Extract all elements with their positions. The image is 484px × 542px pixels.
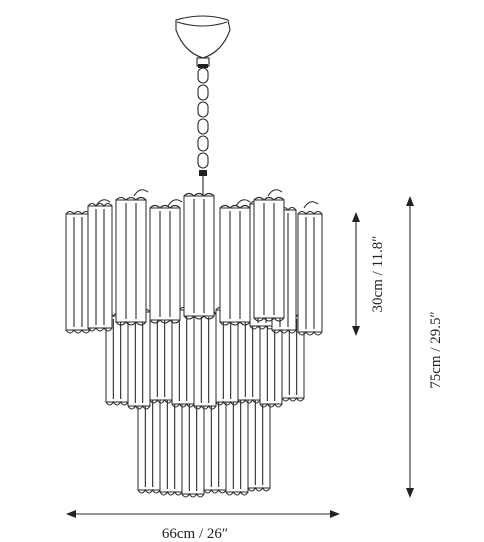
glass-tube [87, 202, 113, 332]
glass-tube [183, 192, 215, 320]
chain-link [197, 67, 209, 84]
width-dimension: 66cm / 26″ [66, 510, 340, 542]
tube-hook [133, 189, 149, 197]
chain-link [197, 135, 209, 152]
width-label: 66cm / 26″ [162, 526, 228, 542]
glass-tube [225, 388, 249, 496]
total-height-label: 75cm / 29.5″ [428, 311, 444, 389]
glass-tube [65, 210, 91, 334]
tube-hook [303, 201, 319, 209]
hanging-chain [197, 64, 209, 169]
chain-link [197, 101, 209, 118]
tube-hook [267, 189, 283, 197]
glass-tube [247, 392, 271, 492]
glass-tube [297, 210, 323, 336]
glass-tube [253, 196, 285, 322]
glass-tube [171, 306, 195, 408]
tube-hook [167, 199, 183, 207]
glass-tubes [65, 189, 323, 498]
connector-rod [199, 170, 207, 198]
glass-tube [203, 392, 227, 494]
glass-tube [149, 204, 181, 324]
ceiling-canopy [175, 15, 231, 67]
total-height-dimension: 75cm / 29.5″ [406, 196, 444, 498]
chain-link [197, 84, 209, 101]
chain-link [197, 118, 209, 135]
tube-hook [235, 199, 251, 207]
glass-tube [115, 196, 147, 326]
chain-link [197, 152, 209, 169]
chain-cap [198, 64, 208, 68]
glass-tube [193, 310, 217, 410]
glass-tube [219, 204, 251, 326]
glass-tube [159, 392, 183, 496]
tube-hook [95, 199, 111, 207]
tier-height-label: 30cm / 11.8″ [370, 236, 386, 313]
glass-tube [237, 312, 261, 404]
tier-height-dimension: 30cm / 11.8″ [352, 212, 386, 336]
glass-tube [149, 312, 173, 404]
